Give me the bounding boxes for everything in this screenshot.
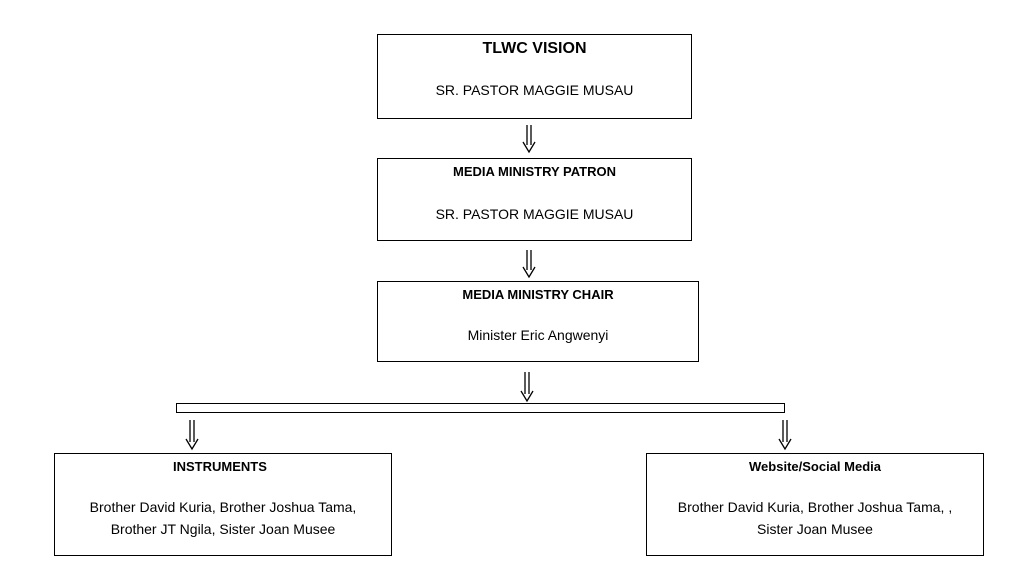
member-line: SR. PASTOR MAGGIE MUSAU xyxy=(435,82,634,98)
node-media-ministry-patron: MEDIA MINISTRY PATRON SR. PASTOR MAGGIE … xyxy=(377,158,692,241)
branch-connector-bar xyxy=(176,403,785,413)
node-member: SR. PASTOR MAGGIE MUSAU xyxy=(378,79,691,101)
node-title: INSTRUMENTS xyxy=(173,459,267,474)
member-line: Sister Joan Musee xyxy=(757,521,873,537)
double-arrow-down-icon xyxy=(778,420,792,451)
node-members: Brother David Kuria, Brother Joshua Tama… xyxy=(55,496,391,540)
node-member: SR. PASTOR MAGGIE MUSAU xyxy=(378,203,691,225)
node-title: MEDIA MINISTRY CHAIR xyxy=(462,287,614,302)
double-arrow-down-icon xyxy=(520,372,534,403)
node-member: Minister Eric Angwenyi xyxy=(378,324,698,346)
node-instruments: INSTRUMENTS Brother David Kuria, Brother… xyxy=(54,453,392,556)
double-arrow-down-icon xyxy=(185,420,199,451)
node-members: Brother David Kuria, Brother Joshua Tama… xyxy=(647,496,983,540)
member-line: Brother David Kuria, Brother Joshua Tama… xyxy=(677,499,953,515)
node-media-ministry-chair: MEDIA MINISTRY CHAIR Minister Eric Angwe… xyxy=(377,281,699,362)
double-arrow-down-icon xyxy=(522,250,536,279)
double-arrow-down-icon xyxy=(522,125,536,154)
member-line: Minister Eric Angwenyi xyxy=(467,327,609,343)
member-line: SR. PASTOR MAGGIE MUSAU xyxy=(435,206,634,222)
node-title: Website/Social Media xyxy=(749,459,881,474)
node-title: MEDIA MINISTRY PATRON xyxy=(453,164,616,179)
node-title: TLWC VISION xyxy=(482,40,587,57)
node-tlwc-vision: TLWC VISION SR. PASTOR MAGGIE MUSAU xyxy=(377,34,692,119)
node-website-social-media: Website/Social Media Brother David Kuria… xyxy=(646,453,984,556)
member-line: Brother David Kuria, Brother Joshua Tama… xyxy=(89,499,357,515)
member-line: Brother JT Ngila, Sister Joan Musee xyxy=(110,521,336,537)
